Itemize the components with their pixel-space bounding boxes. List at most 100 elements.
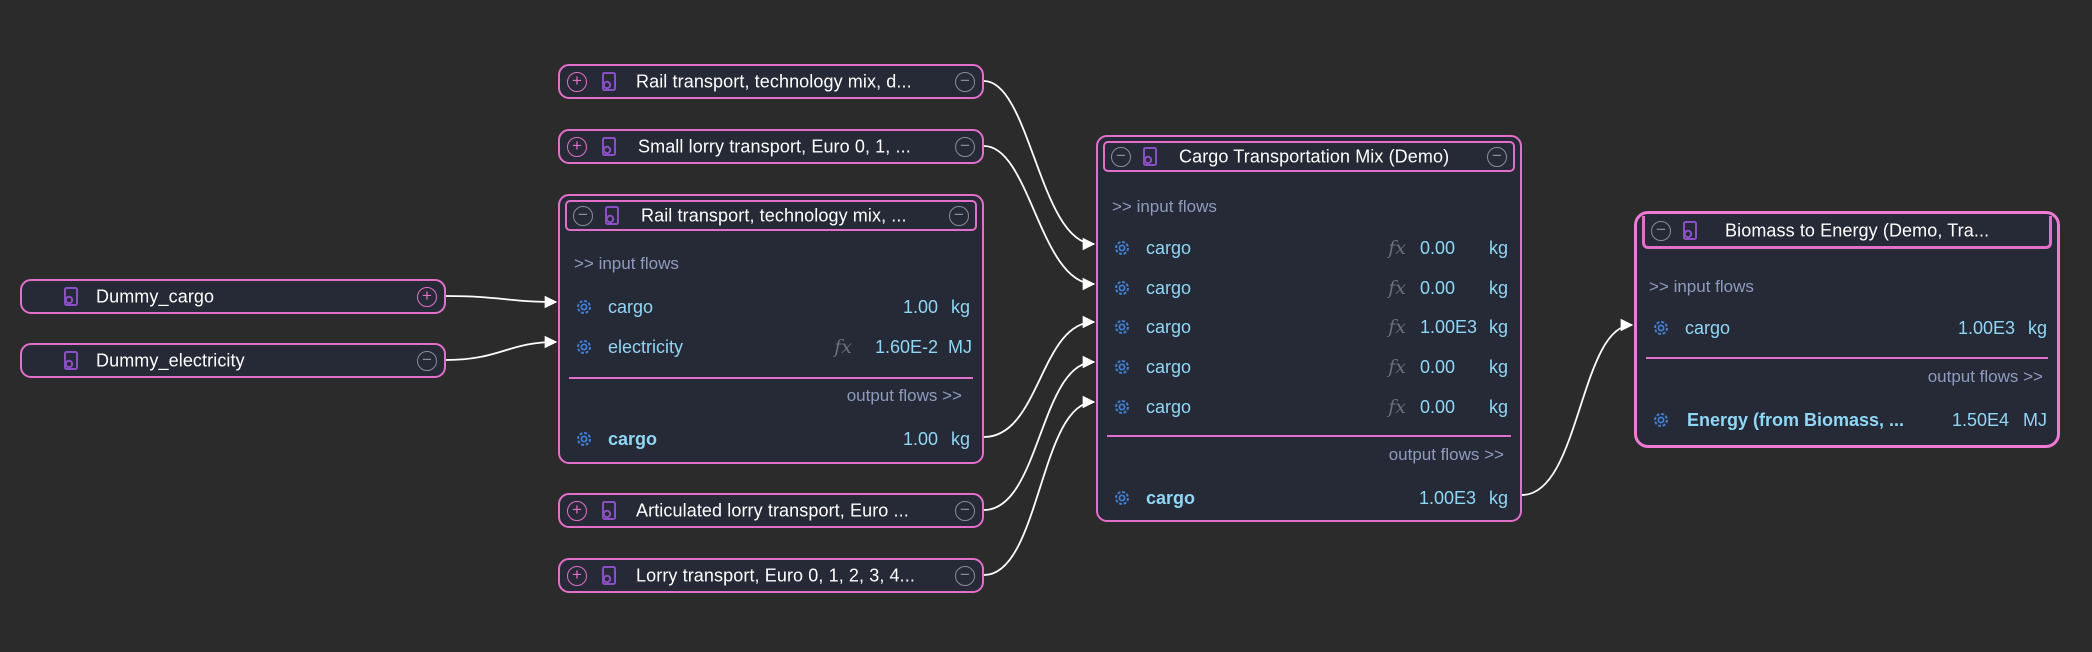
- node-title: Lorry transport, Euro 0, 1, 2, 3, 4...: [636, 565, 915, 585]
- gear-icon: [577, 300, 591, 314]
- flow-name: electricity: [608, 337, 684, 357]
- input-flow-row[interactable]: cargo fx 0.00 kg: [1098, 392, 1520, 422]
- process-icon: [64, 286, 78, 306]
- input-flow-row[interactable]: cargo 1.00 kg: [560, 292, 982, 322]
- expand-inputs-icon[interactable]: +: [567, 71, 587, 92]
- input-flow-row[interactable]: cargo fx 1.00E3 kg: [1098, 312, 1520, 342]
- collapse-outputs-icon[interactable]: −: [955, 136, 975, 157]
- expand-inputs-icon[interactable]: +: [567, 136, 587, 157]
- flow-amount: 1.50E4: [1951, 410, 2009, 430]
- flow-unit: kg: [1488, 317, 1508, 337]
- flow-name: cargo: [1146, 488, 1196, 508]
- process-icon: [602, 500, 616, 520]
- flow-unit: kg: [2027, 318, 2047, 338]
- flow-name: Energy (from Biomass, ...: [1687, 410, 1905, 430]
- flow-unit: kg: [1488, 357, 1508, 377]
- input-flow-row[interactable]: cargo fx 0.00 kg: [1098, 352, 1520, 382]
- connection-edge[interactable]: [983, 395, 1096, 576]
- node-dummy-cargo[interactable]: Dummy_cargo +: [20, 279, 446, 314]
- node-header[interactable]: − Rail transport, technology mix, ... −: [565, 200, 977, 231]
- node-title: Small lorry transport, Euro 0, 1, ...: [638, 136, 911, 156]
- collapse-outputs-icon[interactable]: −: [949, 205, 969, 226]
- input-flow-row[interactable]: cargo 1.00E3 kg: [1637, 313, 2057, 343]
- node-title: Dummy_electricity: [96, 350, 245, 370]
- flow-unit: kg: [1488, 278, 1508, 298]
- formula-icon: fx: [1388, 396, 1406, 418]
- process-icon: [605, 205, 619, 225]
- output-flow-row[interactable]: cargo 1.00 kg: [560, 424, 982, 454]
- node-header[interactable]: + Articulated lorry transport, Euro ... …: [560, 495, 982, 526]
- node-header[interactable]: + Rail transport, technology mix, d... −: [560, 66, 982, 97]
- output-flow-row[interactable]: Energy (from Biomass, ... 1.50E4 MJ: [1637, 405, 2057, 435]
- divider: [1646, 357, 2048, 359]
- collapse-inputs-icon[interactable]: −: [573, 205, 593, 226]
- expand-inputs-icon[interactable]: +: [567, 565, 587, 586]
- flow-name: cargo: [1146, 357, 1192, 377]
- node-small-lorry-transport[interactable]: + Small lorry transport, Euro 0, 1, ... …: [558, 129, 984, 164]
- node-header[interactable]: Dummy_cargo +: [22, 281, 444, 312]
- flow-name: cargo: [1146, 278, 1192, 298]
- gear-icon: [1115, 281, 1129, 295]
- expand-inputs-icon[interactable]: +: [567, 500, 587, 521]
- input-flows-label: >> input flows: [1649, 277, 1754, 296]
- gear-icon: [1654, 321, 1668, 335]
- process-icon: [602, 136, 616, 156]
- node-header[interactable]: − Biomass to Energy (Demo, Tra...: [1642, 216, 2052, 249]
- collapse-outputs-icon[interactable]: −: [1487, 146, 1507, 167]
- gear-icon: [577, 340, 591, 354]
- flow-name: cargo: [1146, 238, 1192, 258]
- input-flow-row[interactable]: electricity fx 1.60E-2 MJ: [560, 332, 982, 362]
- node-biomass-to-energy[interactable]: − Biomass to Energy (Demo, Tra... >> inp…: [1634, 211, 2060, 448]
- flow-name: cargo: [1685, 318, 1731, 338]
- connection-edge[interactable]: [445, 295, 558, 309]
- node-header[interactable]: + Lorry transport, Euro 0, 1, 2, 3, 4...…: [560, 560, 982, 591]
- node-title: Rail transport, technology mix, d...: [636, 71, 912, 91]
- collapse-toggle-icon[interactable]: −: [417, 350, 437, 371]
- node-header[interactable]: + Small lorry transport, Euro 0, 1, ... …: [560, 131, 982, 162]
- flow-amount: 1.00: [902, 297, 938, 317]
- gear-icon: [1654, 413, 1668, 427]
- flow-unit: MJ: [2023, 410, 2047, 430]
- node-title: Biomass to Energy (Demo, Tra...: [1725, 220, 1990, 241]
- connection-edge[interactable]: [983, 80, 1096, 251]
- divider: [569, 377, 973, 379]
- node-rail-transport-2[interactable]: − Rail transport, technology mix, ... − …: [558, 194, 984, 464]
- expand-toggle-icon[interactable]: +: [417, 286, 437, 307]
- output-flows-label: output flows >>: [1388, 445, 1504, 464]
- collapse-outputs-icon[interactable]: −: [955, 71, 975, 92]
- node-rail-transport-1[interactable]: + Rail transport, technology mix, d... −: [558, 64, 984, 99]
- gear-icon: [1115, 491, 1129, 505]
- node-dummy-electricity[interactable]: Dummy_electricity −: [20, 343, 446, 378]
- collapse-outputs-icon[interactable]: −: [955, 500, 975, 521]
- flow-unit: MJ: [948, 337, 972, 357]
- node-lorry-transport[interactable]: + Lorry transport, Euro 0, 1, 2, 3, 4...…: [558, 558, 984, 593]
- input-flow-row[interactable]: cargo fx 0.00 kg: [1098, 273, 1520, 303]
- flow-unit: kg: [950, 297, 970, 317]
- flow-unit: kg: [1488, 238, 1508, 258]
- node-title: Rail transport, technology mix, ...: [641, 205, 907, 225]
- flow-amount: 0.00: [1420, 357, 1456, 377]
- node-articulated-lorry-transport[interactable]: + Articulated lorry transport, Euro ... …: [558, 493, 984, 528]
- collapse-outputs-icon[interactable]: −: [955, 565, 975, 586]
- connection-edge[interactable]: [445, 335, 558, 361]
- connection-edge[interactable]: [983, 315, 1096, 438]
- output-flows-label: output flows >>: [846, 386, 962, 405]
- node-header[interactable]: Dummy_electricity −: [22, 345, 444, 376]
- connection-edge[interactable]: [983, 145, 1096, 291]
- input-flow-row[interactable]: cargo fx 0.00 kg: [1098, 233, 1520, 263]
- node-cargo-transportation-mix[interactable]: − Cargo Transportation Mix (Demo) − >> i…: [1096, 135, 1522, 522]
- output-flow-row[interactable]: cargo 1.00E3 kg: [1098, 483, 1520, 513]
- collapse-inputs-icon[interactable]: −: [1651, 221, 1671, 241]
- node-header[interactable]: − Cargo Transportation Mix (Demo) −: [1103, 141, 1515, 172]
- collapse-inputs-icon[interactable]: −: [1111, 146, 1131, 167]
- flow-amount: 0.00: [1420, 238, 1456, 258]
- flow-unit: kg: [950, 429, 970, 449]
- gear-icon: [1115, 241, 1129, 255]
- formula-icon: fx: [834, 336, 852, 358]
- connection-edge[interactable]: [983, 355, 1096, 511]
- connection-edge[interactable]: [1521, 318, 1634, 496]
- node-title: Articulated lorry transport, Euro ...: [636, 500, 909, 520]
- input-flows-label: >> input flows: [1112, 197, 1217, 216]
- flow-amount: 1.60E-2: [874, 337, 938, 357]
